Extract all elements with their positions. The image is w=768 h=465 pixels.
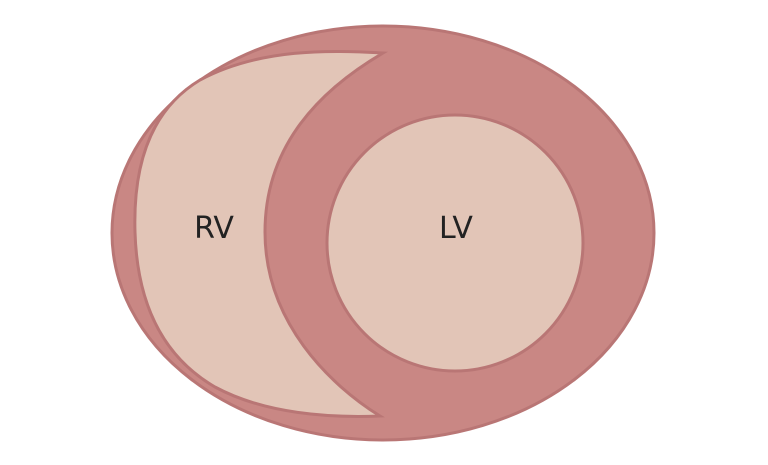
- left-ventricle-cavity: [325, 113, 585, 373]
- lv-label: LV: [439, 211, 473, 246]
- rv-label: RV: [194, 211, 234, 246]
- right-ventricle-cavity: [133, 49, 389, 418]
